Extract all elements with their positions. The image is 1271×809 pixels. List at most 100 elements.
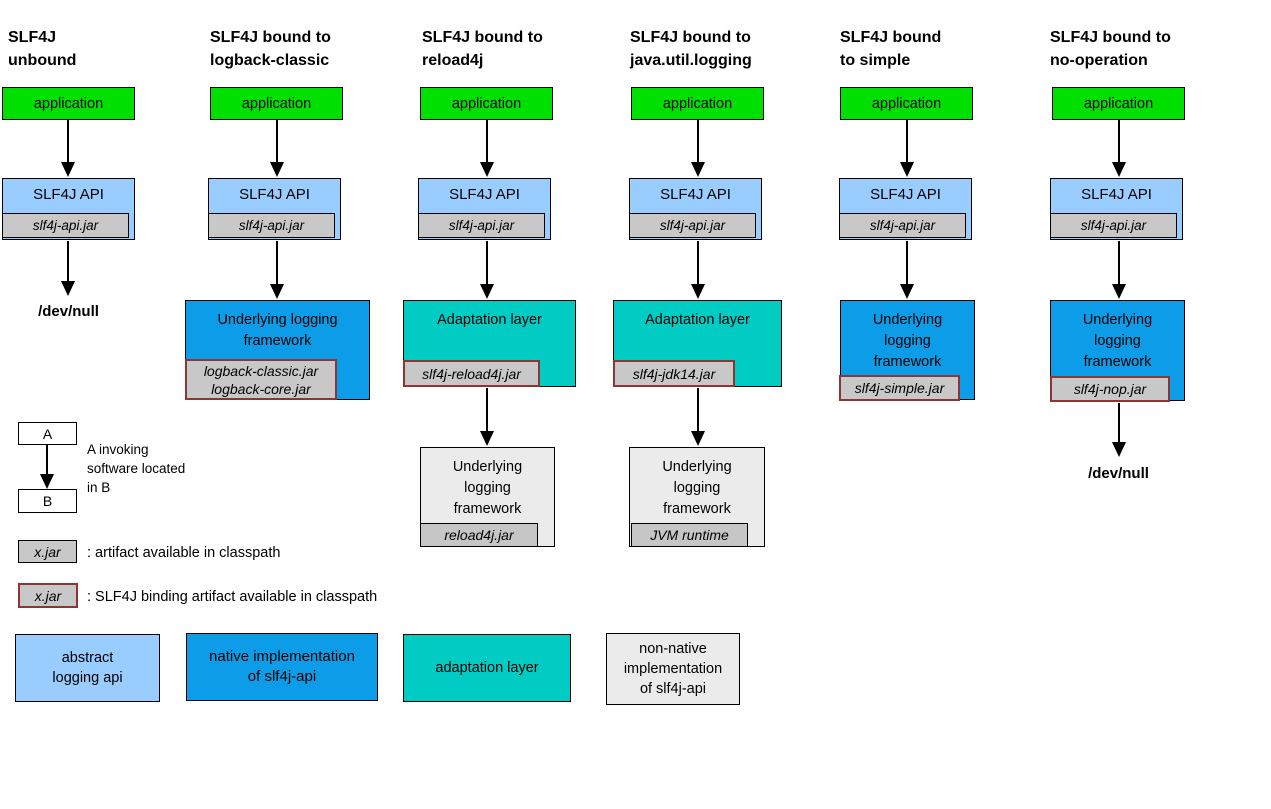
arrow-head — [40, 474, 54, 489]
application-box: application — [2, 87, 135, 120]
underlying-framework-box: Underlying logging framework slf4j-nop.j… — [1050, 300, 1185, 402]
slf4j-api-label: SLF4J API — [33, 186, 104, 203]
legend-box-a: A — [18, 422, 77, 445]
arrow-shaft — [697, 388, 699, 436]
adaptation-layer-label: Adaptation layer — [645, 312, 750, 328]
underlying-framework-box: Underlying logging framework reload4j.ja… — [420, 447, 555, 547]
slf4j-api-label: SLF4J API — [1081, 186, 1152, 203]
arrow-shaft — [276, 241, 278, 289]
adaptation-layer-box: Adaptation layer slf4j-reload4j.jar — [403, 300, 576, 387]
slf4j-api-label: SLF4J API — [870, 186, 941, 203]
slf4j-api-label: SLF4J API — [449, 186, 520, 203]
arrow-down-icon — [480, 120, 494, 177]
arrow-shaft — [46, 445, 48, 479]
underlying-framework-box: Underlying logging framework logback-cla… — [185, 300, 370, 400]
key-adaptation-layer: adaptation layer — [403, 634, 571, 702]
application-box: application — [210, 87, 343, 120]
arrow-down-icon — [691, 388, 705, 446]
arrow-down-icon — [691, 120, 705, 177]
underlying-framework-box: Underlying logging framework JVM runtime — [629, 447, 765, 547]
arrow-head — [480, 284, 494, 299]
arrow-down-icon — [1112, 241, 1126, 299]
slf4j-api-jar: slf4j-api.jar — [2, 213, 129, 238]
dev-null-label: /dev/null — [38, 303, 99, 320]
arrow-head — [691, 162, 705, 177]
slf4j-api-box: SLF4J API slf4j-api.jar — [208, 178, 341, 240]
arrow-down-icon — [270, 120, 284, 177]
underlying-framework-label: Underlying logging framework — [217, 312, 338, 349]
arrow-shaft — [67, 120, 69, 167]
arrow-shaft — [67, 241, 69, 286]
arrow-down-icon — [691, 241, 705, 299]
arrow-down-icon — [270, 241, 284, 299]
column-title-nop: SLF4J bound to no-operation — [1050, 29, 1171, 69]
underlying-framework-label: Underlying logging framework — [872, 312, 943, 370]
arrow-shaft — [906, 120, 908, 167]
arrow-down-icon — [1112, 120, 1126, 177]
legend-invoking-caption: A invoking software located in B — [87, 442, 186, 495]
arrow-shaft — [906, 241, 908, 289]
arrow-down-icon — [1112, 403, 1126, 457]
slf4j-api-label: SLF4J API — [660, 186, 731, 203]
arrow-shaft — [1118, 403, 1120, 447]
arrow-shaft — [276, 120, 278, 167]
slf4j-api-box: SLF4J API slf4j-api.jar — [839, 178, 972, 240]
legend-artifact-jar: x.jar — [18, 540, 77, 563]
application-box: application — [420, 87, 553, 120]
slf4j-nop-jar: slf4j-nop.jar — [1050, 376, 1170, 402]
underlying-framework-label: Underlying logging framework — [452, 459, 523, 517]
arrow-head — [900, 284, 914, 299]
slf4j-jdk14-jar: slf4j-jdk14.jar — [613, 360, 735, 387]
slf4j-api-box: SLF4J API slf4j-api.jar — [1050, 178, 1183, 240]
adaptation-layer-label: Adaptation layer — [437, 312, 542, 328]
slf4j-api-box: SLF4J API slf4j-api.jar — [2, 178, 135, 240]
arrow-head — [270, 162, 284, 177]
legend-binding-jar: x.jar — [18, 583, 78, 608]
arrow-shaft — [697, 241, 699, 289]
arrow-down-icon — [900, 120, 914, 177]
slf4j-api-jar: slf4j-api.jar — [629, 213, 756, 238]
slf4j-simple-jar: slf4j-simple.jar — [839, 375, 960, 401]
column-title-logback: SLF4J bound to logback-classic — [210, 29, 331, 69]
slf4j-reload4j-jar: slf4j-reload4j.jar — [403, 360, 540, 387]
arrow-shaft — [486, 241, 488, 289]
logback-jars: logback-classic.jar logback-core.jar — [185, 359, 337, 400]
arrow-down-icon — [480, 388, 494, 446]
column-title-simple: SLF4J bound to simple — [840, 29, 942, 69]
jvm-runtime-jar: JVM runtime — [631, 523, 748, 547]
arrow-down-icon — [480, 241, 494, 299]
dev-null-label: /dev/null — [1088, 465, 1149, 482]
arrow-head — [691, 284, 705, 299]
arrow-head — [900, 162, 914, 177]
arrow-head — [691, 431, 705, 446]
key-non-native-implementation: non-native implementation of slf4j-api — [606, 633, 740, 705]
slf4j-api-box: SLF4J API slf4j-api.jar — [418, 178, 551, 240]
slf4j-api-jar: slf4j-api.jar — [839, 213, 966, 238]
arrow-head — [1112, 162, 1126, 177]
slf4j-api-jar: slf4j-api.jar — [418, 213, 545, 238]
slf4j-api-jar: slf4j-api.jar — [208, 213, 335, 238]
column-title-jul: SLF4J bound to java.util.logging — [630, 29, 752, 69]
arrow-head — [61, 281, 75, 296]
arrow-head — [1112, 442, 1126, 457]
legend-binding-caption: : SLF4J binding artifact available in cl… — [87, 589, 378, 605]
adaptation-layer-box: Adaptation layer slf4j-jdk14.jar — [613, 300, 782, 387]
slf4j-api-box: SLF4J API slf4j-api.jar — [629, 178, 762, 240]
arrow-down-icon — [40, 445, 54, 489]
legend-box-b: B — [18, 489, 77, 513]
arrow-head — [480, 431, 494, 446]
arrow-shaft — [1118, 241, 1120, 289]
arrow-down-icon — [900, 241, 914, 299]
column-title-reload4j: SLF4J bound to reload4j — [422, 29, 543, 69]
application-box: application — [840, 87, 973, 120]
underlying-framework-label: Underlying logging framework — [1082, 312, 1153, 370]
application-box: application — [1052, 87, 1185, 120]
slf4j-api-label: SLF4J API — [239, 186, 310, 203]
arrow-down-icon — [61, 120, 75, 177]
underlying-framework-box: Underlying logging framework slf4j-simpl… — [839, 300, 975, 401]
legend-artifact-caption: : artifact available in classpath — [87, 545, 281, 561]
key-abstract-logging-api: abstract logging api — [15, 634, 160, 702]
arrow-shaft — [1118, 120, 1120, 167]
arrow-shaft — [486, 120, 488, 167]
